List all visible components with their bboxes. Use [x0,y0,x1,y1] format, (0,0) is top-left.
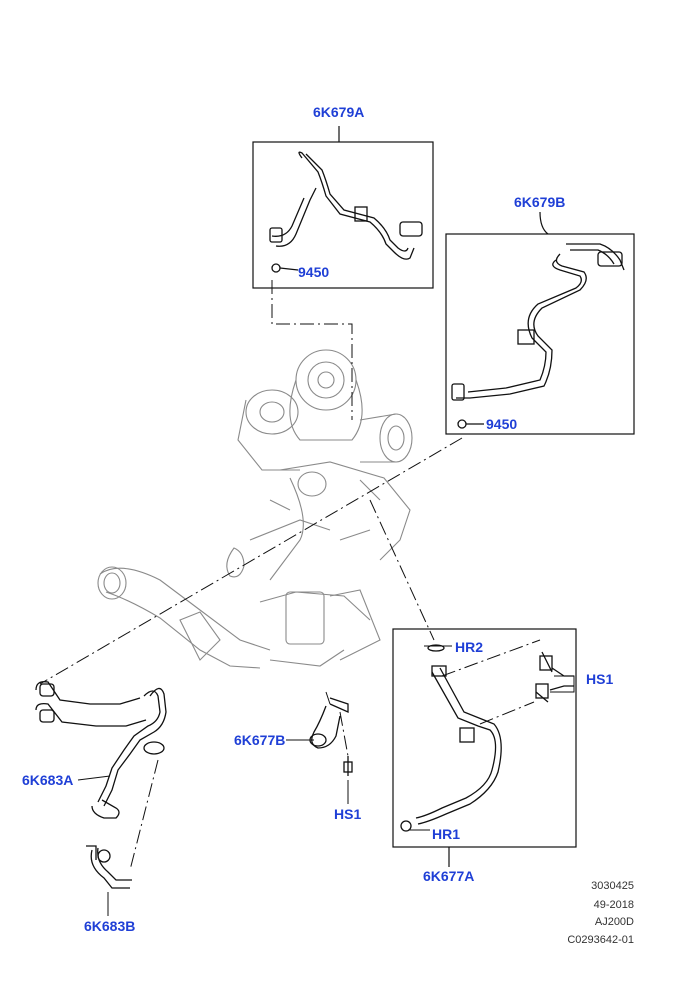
callout-hs1-bottom[interactable]: HS1 [334,806,362,822]
box-6k677a [392,628,577,867]
footer-ref-2: 49-2018 [593,899,634,911]
callout-9450-a[interactable]: 9450 [298,264,330,280]
callout-leaders [77,645,575,916]
pipe-6k677b [309,697,353,776]
callout-hr2[interactable]: HR2 [455,639,484,655]
footer-ref-3: AJ200D [594,916,634,928]
callout-6k677a[interactable]: 6K677A [423,868,475,884]
engine-assembly [97,349,413,669]
pipe-6k679b [451,243,625,429]
callout-6k679b[interactable]: 6K679B [514,194,566,210]
pipe-6k677a [400,644,574,832]
callout-9450-b[interactable]: 9450 [486,416,518,432]
callout-6k683b[interactable]: 6K683B [84,918,136,934]
callout-hr1[interactable]: HR1 [432,826,461,842]
callout-hs1-right[interactable]: HS1 [586,671,614,687]
box-6k679a [252,126,434,289]
callout-6k683a[interactable]: 6K683A [22,772,74,788]
leader-lines [39,280,541,871]
callout-6k677b[interactable]: 6K677B [234,732,286,748]
footer-ref-1: 3030425 [591,880,634,892]
box-6k679b [445,211,635,435]
pipe-6k683b [86,845,132,889]
callout-6k679a[interactable]: 6K679A [313,104,365,120]
pipe-6k679a [269,151,423,273]
footer-ref-4: C0293642-01 [567,934,634,946]
pipe-6k683a [35,681,167,819]
